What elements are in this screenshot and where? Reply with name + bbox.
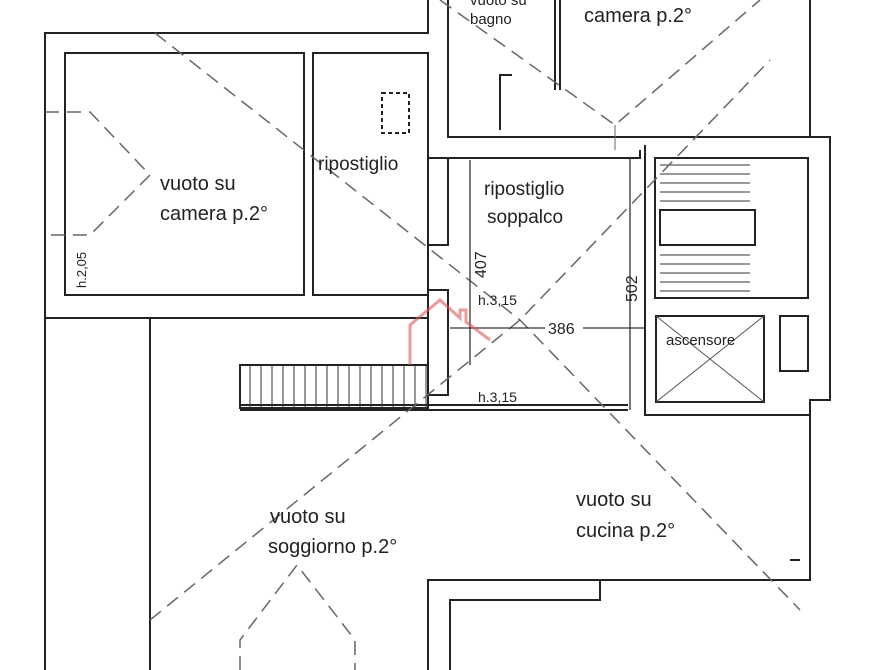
dimension-label: 502 [624,275,641,302]
room-label: vuoto su [470,0,527,9]
room-label: ascensore [666,332,735,349]
dimension-label: 407 [473,251,490,278]
watermark-logo [408,298,491,365]
elevator-shaft [655,315,765,403]
room-label: cucina p.2° [576,520,675,542]
room-label: ripostiglio [484,179,564,200]
room-label: vuoto su [576,489,652,511]
room-label: soggiorno p.2° [268,536,397,558]
room-label: camera p.2° [584,5,692,27]
skylight [381,92,410,134]
roof-ridge-lines [45,0,801,670]
room-label: vuoto su [160,173,236,195]
room-label: bagno [470,11,512,28]
height-label: h.3,15 [478,389,517,405]
room-label: ripostiglio [318,154,398,175]
dimension-label: 386 [548,321,575,338]
room-label: vuoto su [270,506,346,528]
height-label: h.2,05 [74,252,89,288]
room-label: soppalco [487,207,563,228]
height-label: h.3,15 [478,292,517,308]
room-label: camera p.2° [160,203,268,225]
staircase [239,164,756,409]
